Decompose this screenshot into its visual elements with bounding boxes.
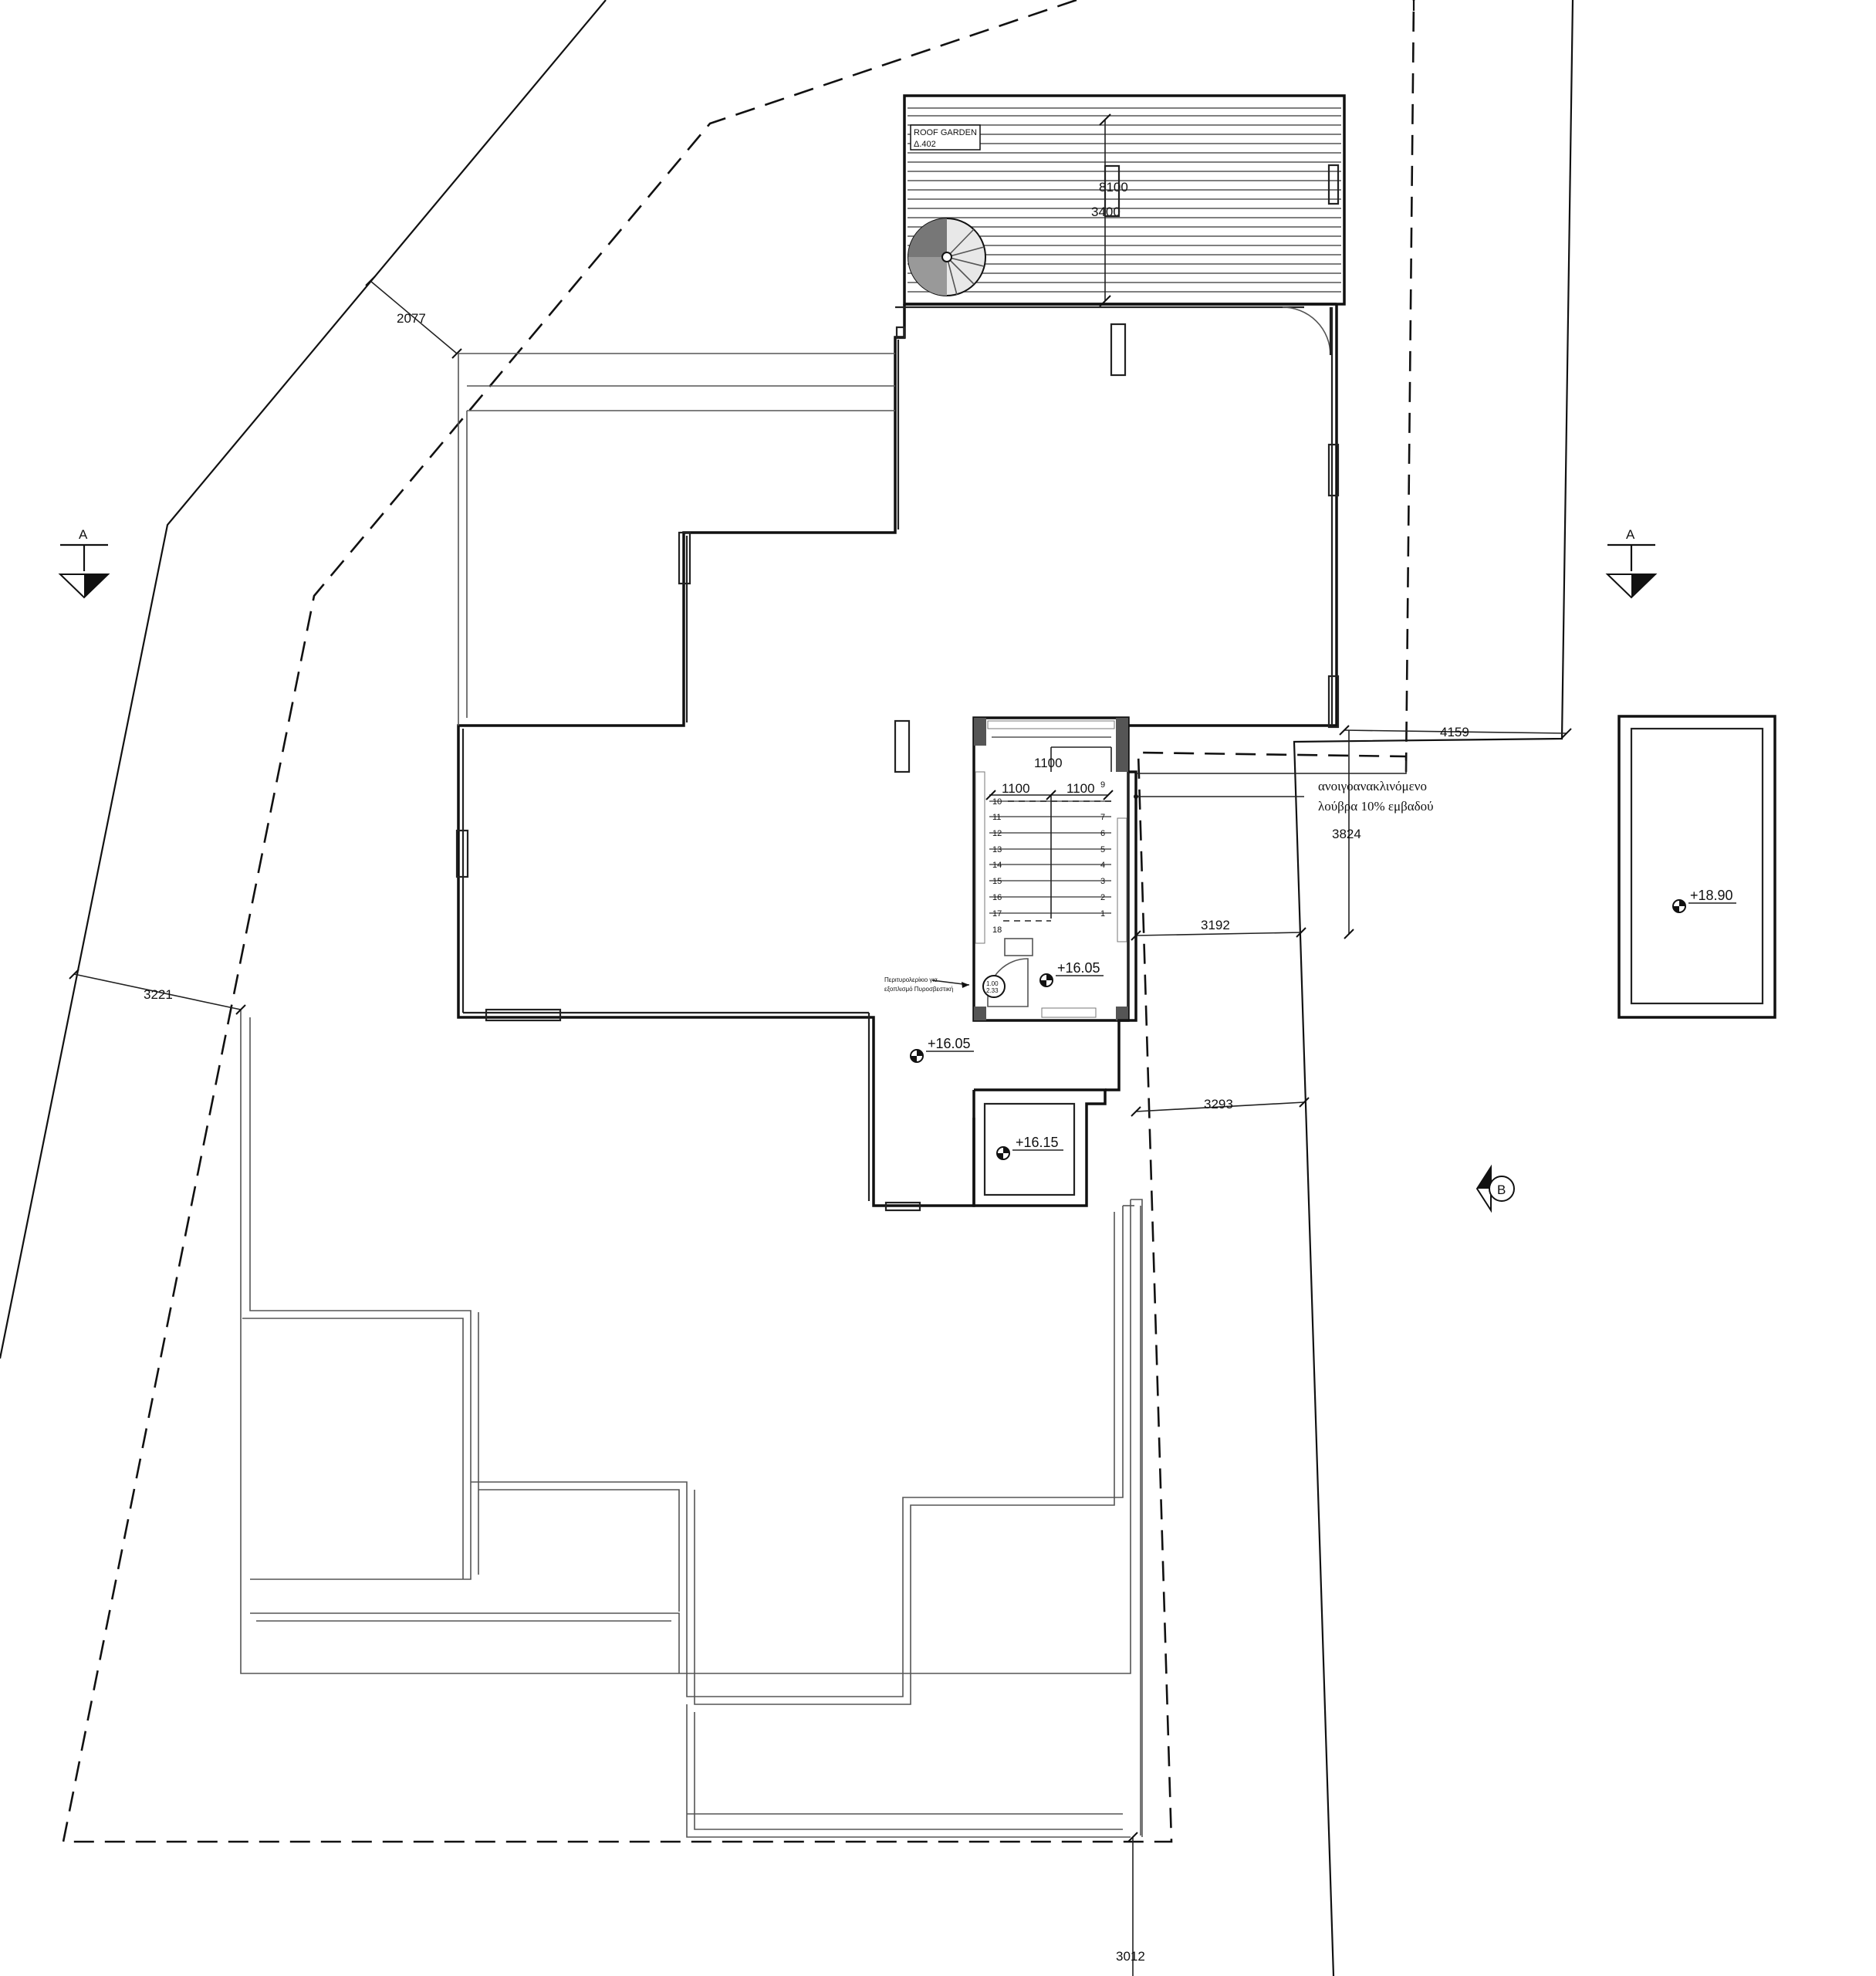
step-5: 5	[1100, 845, 1105, 854]
level-marker-annex: +18.90	[1672, 888, 1736, 913]
level-annex: +18.90	[1690, 888, 1733, 903]
dim-1100-top: 1100	[1034, 756, 1063, 770]
step-15: 15	[992, 877, 1002, 886]
step-16: 16	[992, 893, 1002, 902]
step-13: 13	[992, 845, 1002, 854]
dimension-lines: 2077 3221 4159 3824 3192 3293 3012	[69, 276, 1572, 1976]
dim-2077: 2077	[397, 311, 426, 326]
dim-3221: 3221	[144, 987, 173, 1002]
annex	[1617, 715, 1776, 1019]
lower-slab-outlines	[240, 353, 1143, 1838]
dim-1100-left: 1100	[1002, 781, 1030, 796]
roof-garden: ROOF GARDEN Δ.402 8100 3400	[903, 94, 1346, 307]
section-a-left-label: A	[79, 527, 88, 542]
section-a-right-label: A	[1626, 527, 1635, 542]
step-17: 17	[992, 909, 1002, 919]
level-marker-terrace: +16.05	[910, 1036, 974, 1063]
dim-3293: 3293	[1204, 1097, 1233, 1112]
extinguisher-note-2: εξοπλισμό Πυροσβεστική	[884, 986, 953, 993]
step-2: 2	[1100, 893, 1105, 902]
louvre-note-line2: λούβρα 10% εμβαδού	[1318, 799, 1434, 814]
roof-garden-label: ROOF GARDEN	[914, 128, 977, 137]
level-terrace: +16.05	[928, 1036, 971, 1051]
roof-garden-decking	[908, 107, 1341, 293]
shaft	[972, 1088, 1107, 1207]
level-marker-stair: +16.05	[1039, 960, 1104, 987]
step-12: 12	[992, 829, 1002, 838]
step-9: 9	[1100, 780, 1105, 790]
stair-core: 9 7 6 5 4 3 2 1 10 11 12 13 14 15 16 17 …	[884, 716, 1137, 1091]
step-11: 11	[992, 813, 1001, 822]
extinguisher-note-1: Περιτυρολερίκιο για	[884, 976, 938, 983]
dim-3192: 3192	[1201, 918, 1230, 932]
stair-circle-top: 1.00	[986, 980, 999, 987]
step-3: 3	[1100, 877, 1105, 886]
spiral-stair	[908, 218, 986, 296]
level-stair: +16.05	[1057, 960, 1100, 976]
roof-garden-tag	[910, 124, 981, 151]
step-1: 1	[1100, 909, 1105, 919]
step-6: 6	[1100, 829, 1105, 838]
step-10: 10	[992, 797, 1002, 807]
section-b-label: B	[1497, 1183, 1506, 1197]
louvre-note-line1: ανοιγοανακλινόμενο	[1318, 779, 1427, 793]
roof-garden-code: Δ.402	[914, 140, 936, 149]
step-18: 18	[992, 925, 1002, 935]
dim-1100-right: 1100	[1066, 781, 1095, 796]
level-markers: +16.05 +16.05 +16.15 +18.90	[910, 888, 1736, 1160]
level-marker-shaft: +16.15	[996, 1135, 1063, 1160]
stair-circle-bottom: 2.33	[986, 987, 999, 994]
step-14: 14	[992, 861, 1002, 870]
stair-treads	[989, 736, 1111, 922]
section-mark-b: B	[1475, 1164, 1515, 1213]
upper-floor-walls	[455, 164, 1340, 1212]
site-boundary	[0, 0, 1574, 1976]
step-7: 7	[1100, 813, 1105, 822]
dim-8100: 8100	[1099, 180, 1128, 195]
dim-3824: 3824	[1332, 827, 1361, 841]
louvre-note: ανοιγοανακλινόμενο λούβρα 10% εμβαδού	[1134, 761, 1434, 814]
section-mark-a-right: A	[1605, 527, 1658, 599]
dim-3012: 3012	[1116, 1949, 1145, 1964]
step-4: 4	[1100, 861, 1105, 870]
level-shaft: +16.15	[1016, 1135, 1059, 1150]
section-mark-a-left: A	[58, 527, 110, 599]
dim-4159: 4159	[1440, 725, 1469, 739]
